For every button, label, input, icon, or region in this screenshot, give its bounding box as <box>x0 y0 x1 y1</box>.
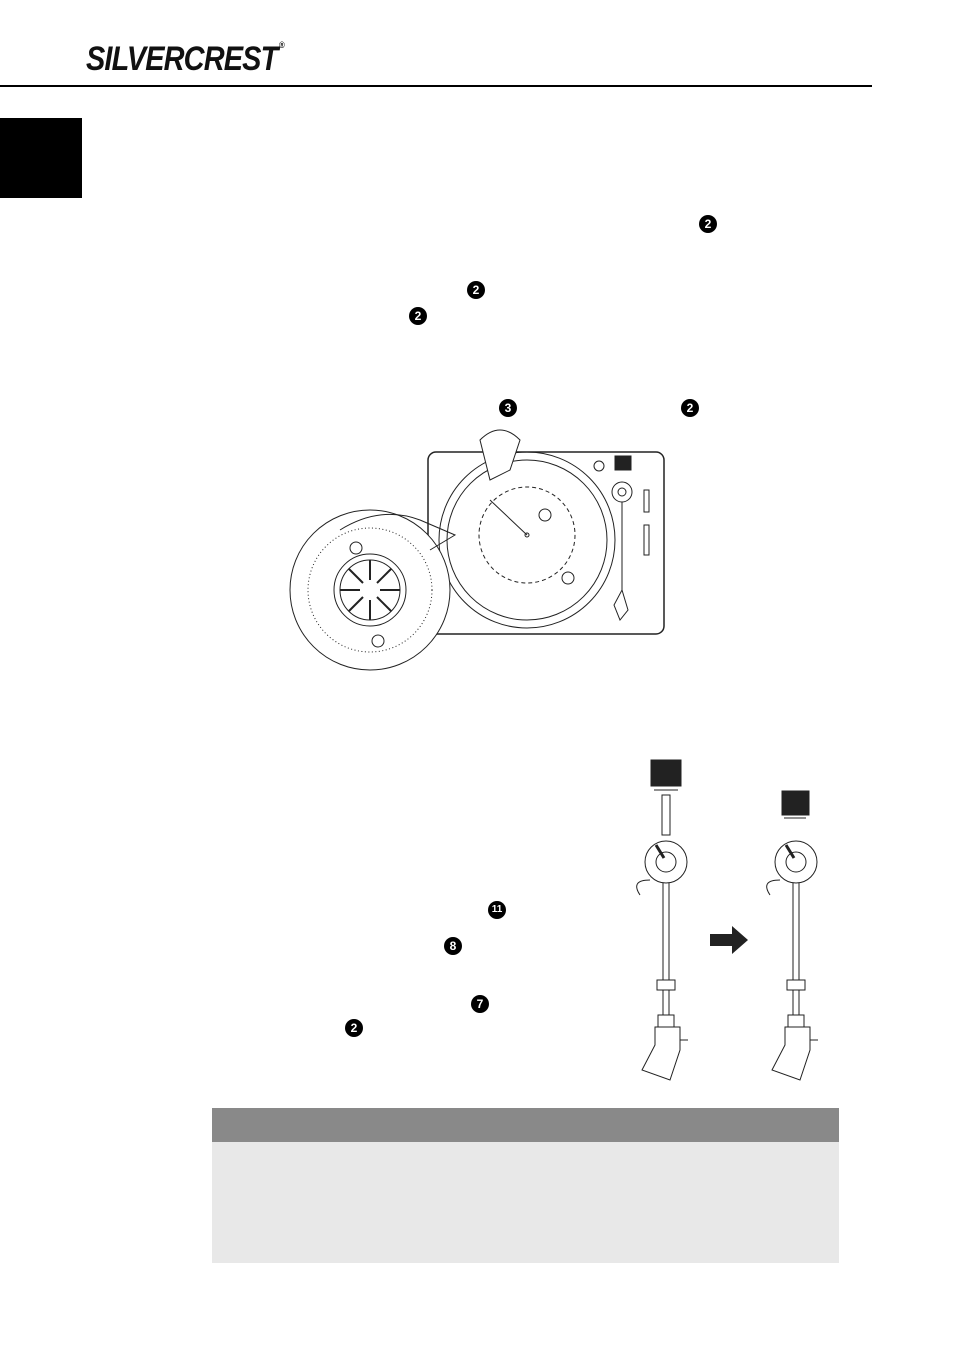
callout-badge: 2 <box>345 1019 363 1037</box>
note-box-header <box>212 1108 839 1142</box>
callout-badge: 2 <box>467 281 485 299</box>
callout-badge: 2 <box>409 307 427 325</box>
turntable-illustration <box>289 429 665 671</box>
callout-badge: 7 <box>471 995 489 1013</box>
note-box-body <box>212 1142 839 1263</box>
callout-badge: 8 <box>444 937 462 955</box>
header-rule <box>0 85 872 87</box>
registered-mark: ® <box>279 40 285 50</box>
arrow-right-icon <box>710 926 748 954</box>
tonearm-before <box>636 759 688 1081</box>
callout-badge: 2 <box>681 399 699 417</box>
brand-text: SILVERCREST <box>86 40 278 78</box>
tonearm-after <box>766 790 818 1081</box>
callout-badge: 3 <box>499 399 517 417</box>
brand-logo: SILVERCREST® <box>86 40 285 79</box>
callout-badge: 2 <box>699 215 717 233</box>
callout-badge: 11 <box>488 901 506 919</box>
language-tab <box>0 118 82 198</box>
